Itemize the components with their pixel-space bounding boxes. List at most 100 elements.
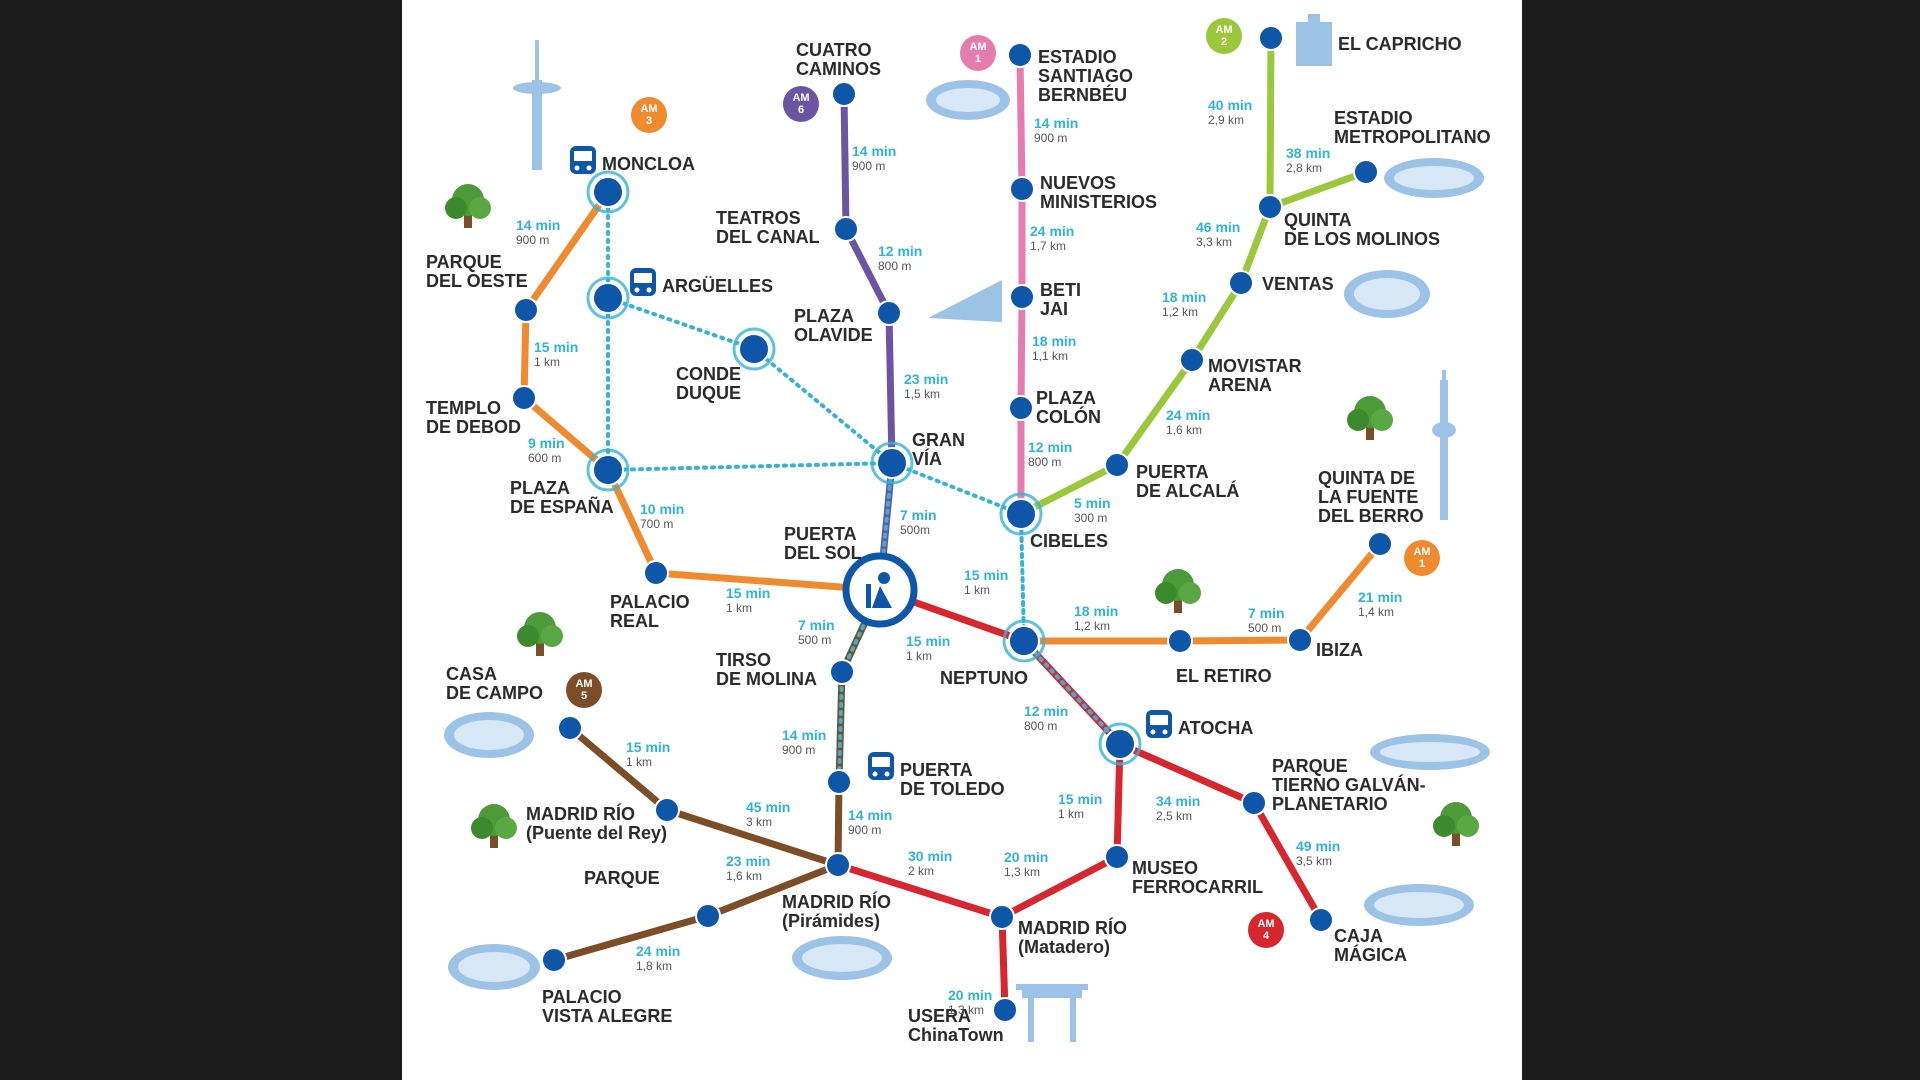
station-node-plaza-olavide[interactable]	[876, 300, 902, 326]
station-node-nuevos-ministerios[interactable]	[1009, 176, 1035, 202]
dotted-connector	[1022, 639, 1122, 746]
station-node-templo-debod[interactable]	[511, 385, 537, 411]
station-node-plaza-colon[interactable]	[1008, 395, 1034, 421]
segment-time: 10 min	[640, 501, 684, 517]
route-segment-green	[1266, 168, 1370, 211]
segment-time: 30 min	[908, 848, 952, 864]
station-node-caja-magica[interactable]	[1308, 907, 1334, 933]
segment-time: 7 min	[1248, 605, 1285, 621]
station-node-plaza-espana[interactable]	[592, 454, 624, 486]
station-node-parque[interactable]	[695, 903, 721, 929]
segment-distance: 900 m	[1034, 131, 1067, 145]
station-node-estadio-metropolitano[interactable]	[1353, 159, 1379, 185]
station-node-cibeles[interactable]	[1005, 498, 1037, 530]
station-node-cuatro-caminos[interactable]	[831, 81, 857, 107]
segment-time: 15 min	[964, 567, 1008, 583]
segment-time: 15 min	[906, 633, 950, 649]
route-segment-brown	[550, 912, 712, 964]
station-node-puerta-toledo[interactable]	[826, 769, 852, 795]
station-node-teatros-canal[interactable]	[833, 216, 859, 242]
segment-time: 40 min	[1208, 97, 1252, 113]
station-node-beti-jai[interactable]	[1009, 284, 1035, 310]
station-node-parque-tierno[interactable]	[1241, 790, 1267, 816]
station-node-tirso-molina[interactable]	[829, 659, 855, 685]
station-node-moncloa[interactable]	[592, 176, 624, 208]
station-node-neptuno[interactable]	[1008, 625, 1040, 657]
station-node-madrid-rio-piramides[interactable]	[825, 852, 851, 878]
station-node-museo-ferrocarril[interactable]	[1104, 844, 1130, 870]
segment-time: 9 min	[528, 435, 565, 451]
route-segment-red	[1250, 799, 1325, 924]
station-label-ventas: VENTAS	[1262, 274, 1334, 294]
segment-time: 18 min	[1032, 333, 1076, 349]
station-node-palacio-vista-alegre[interactable]	[541, 947, 567, 973]
segment-time: 7 min	[900, 507, 937, 523]
segment-time: 21 min	[1358, 589, 1402, 605]
station-node-quinta-fuente-berro[interactable]	[1367, 531, 1393, 557]
station-node-casa-campo[interactable]	[557, 715, 583, 741]
segment-distance: 3 km	[746, 815, 772, 829]
station-node-gran-via[interactable]	[876, 447, 908, 479]
segment-time: 24 min	[636, 943, 680, 959]
station-node-atocha[interactable]	[1104, 728, 1136, 760]
route-segment-orange	[520, 394, 612, 474]
station-node-parque-oeste[interactable]	[513, 297, 539, 323]
segment-distance: 1,3 km	[1004, 865, 1040, 879]
segment-distance: 1 km	[964, 583, 990, 597]
route-segment-green	[1266, 34, 1275, 211]
station-node-puerta-alcala[interactable]	[1104, 452, 1130, 478]
segment-distance: 500m	[900, 523, 930, 537]
planetario-icon	[1370, 734, 1490, 770]
station-node-conde-duque[interactable]	[738, 333, 770, 365]
segment-time: 14 min	[516, 217, 560, 233]
segment-distance: 800 m	[1024, 719, 1057, 733]
station-node-madrid-rio-puente-rey[interactable]	[654, 797, 680, 823]
segment-distance: 900 m	[782, 743, 815, 757]
station-node-ibiza[interactable]	[1287, 627, 1313, 653]
hub-ring	[870, 441, 914, 485]
route-segment-red	[998, 853, 1121, 921]
station-label-madrid-rio-puente-rey: MADRID RÍO(Puente del Rey)	[526, 803, 667, 843]
segment-distance: 1,2 km	[1074, 619, 1110, 633]
station-node-palacio-real[interactable]	[643, 560, 669, 586]
station-node-ventas[interactable]	[1228, 270, 1254, 296]
route-segment-orange	[522, 188, 612, 314]
station-label-madrid-rio-piramides: MADRID RÍO(Pirámides)	[782, 891, 891, 931]
route-segment-brown	[566, 724, 671, 814]
segment-distance: 900 m	[852, 159, 885, 173]
tree-icon	[471, 804, 517, 848]
bullring-ventas-icon	[1344, 270, 1430, 318]
segment-time: 18 min	[1074, 603, 1118, 619]
station-node-el-retiro[interactable]	[1167, 628, 1193, 654]
tower-icon	[513, 40, 561, 170]
route-lines	[520, 34, 1384, 1014]
segment-time: 7 min	[798, 617, 835, 633]
station-node-movistar-arena[interactable]	[1179, 347, 1205, 373]
station-node-quinta-molinos[interactable]	[1257, 194, 1283, 220]
station-node-usera[interactable]	[992, 997, 1018, 1023]
svg-text:AM2: AM2	[1215, 24, 1232, 48]
route-segment-orange	[1296, 540, 1384, 644]
station-node-estadio-bernabeu[interactable]	[1007, 42, 1033, 68]
station-node-madrid-rio-matadero[interactable]	[989, 904, 1015, 930]
station-node-arguelles[interactable]	[592, 282, 624, 314]
station-node-el-capricho[interactable]	[1258, 25, 1284, 51]
segment-distance: 2,5 km	[1156, 809, 1192, 823]
dotted-connector	[890, 461, 1023, 516]
